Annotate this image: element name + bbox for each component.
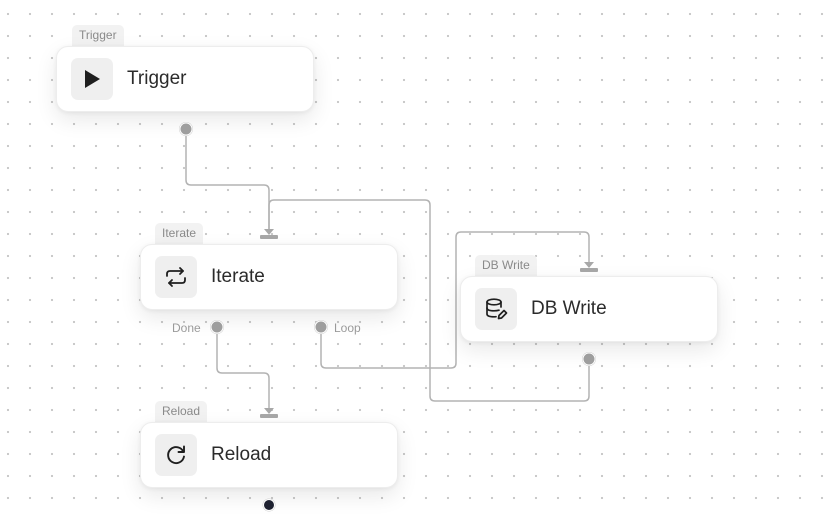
- play-icon: [71, 58, 113, 100]
- repeat-icon: [155, 256, 197, 298]
- arrow-head-db-write: [584, 262, 594, 268]
- iterate-node-title: Iterate: [211, 266, 265, 287]
- db-write-node-title: DB Write: [531, 298, 607, 319]
- reload-node-tag: Reload: [155, 401, 208, 422]
- input-bar-reload[interactable]: [260, 414, 278, 418]
- trigger-node-tag: Trigger: [72, 25, 124, 46]
- reload-node[interactable]: Reload: [140, 422, 398, 488]
- trigger-node-title: Trigger: [127, 68, 187, 89]
- reload-node-title: Reload: [211, 444, 272, 465]
- trigger-node[interactable]: Trigger: [56, 46, 314, 112]
- edge-db-write-to-iterate[interactable]: [268, 199, 590, 402]
- iterate-loop-port-label: Loop: [334, 321, 361, 335]
- arrow-head-iterate: [264, 229, 274, 235]
- iterate-node[interactable]: Iterate: [140, 244, 398, 310]
- edge-done-to-reload[interactable]: [216, 327, 270, 408]
- reload-output-port[interactable]: [263, 499, 275, 511]
- input-bar-iterate[interactable]: [260, 235, 278, 239]
- db-write-node[interactable]: DB Write: [460, 276, 718, 342]
- db-write-node-tag: DB Write: [475, 255, 537, 276]
- reload-icon: [155, 434, 197, 476]
- iterate-node-tag: Iterate: [155, 223, 204, 244]
- input-bar-db-write[interactable]: [580, 268, 598, 272]
- db-write-output-port[interactable]: [582, 352, 596, 366]
- arrow-head-reload: [264, 408, 274, 414]
- edge-trigger-to-iterate[interactable]: [185, 129, 270, 229]
- database-edit-icon: [475, 288, 517, 330]
- iterate-done-port[interactable]: [210, 320, 224, 334]
- edge-loop-to-db-write[interactable]: [320, 231, 590, 369]
- iterate-loop-port[interactable]: [314, 320, 328, 334]
- iterate-done-port-label: Done: [172, 321, 201, 335]
- trigger-output-port[interactable]: [179, 122, 193, 136]
